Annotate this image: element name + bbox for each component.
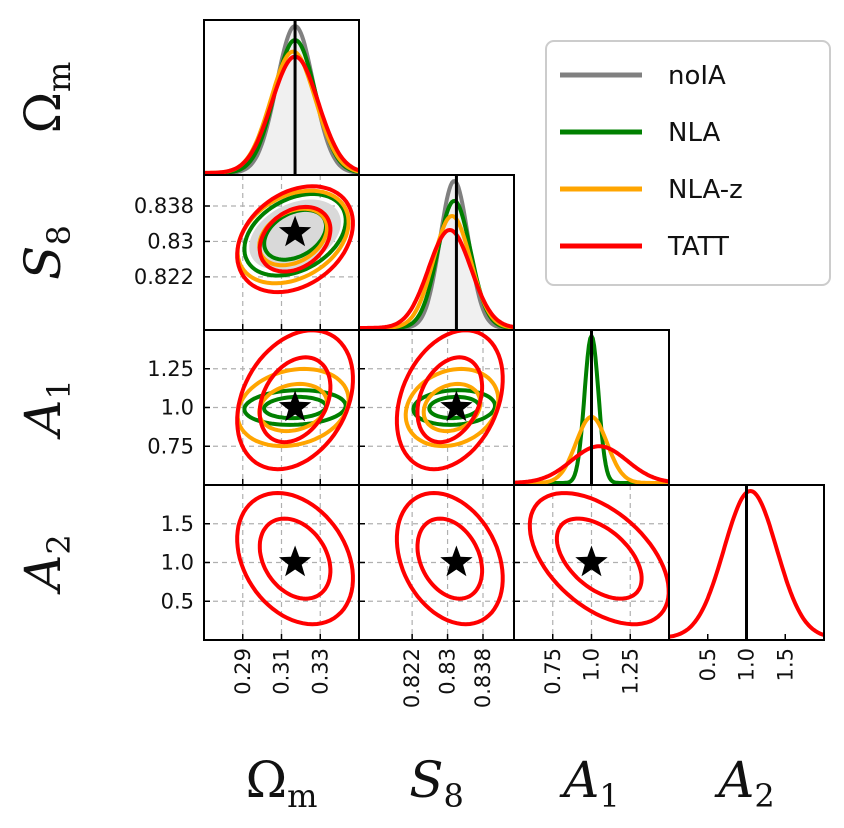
- y-tick-label-S8: 0.838: [134, 194, 194, 218]
- truth-star: [440, 390, 473, 422]
- truth-star: [278, 215, 312, 247]
- panel-background: [359, 485, 514, 640]
- contour-TATT-inner: [415, 516, 485, 601]
- x-tick-label-A2: 1.5: [773, 648, 797, 681]
- panel-S8-Om: [203, 174, 360, 331]
- contour-TATT-outer: [527, 491, 669, 627]
- density-TATT-S8: [359, 227, 514, 330]
- contour-TATT-inner: [257, 204, 333, 274]
- truth-star: [575, 545, 608, 577]
- panel-content: [514, 330, 669, 485]
- panel-content: [359, 175, 514, 330]
- panel-A1-S8: [358, 329, 515, 486]
- truth-star: [278, 390, 312, 422]
- contour-NLA-outer: [242, 192, 348, 278]
- panel-A2-S8: [358, 484, 515, 641]
- contour-TATT-inner: [415, 355, 485, 445]
- legend-label-TATT: TATT: [667, 232, 729, 262]
- contour-NLA-outer: [242, 388, 348, 427]
- panel-A1-Om: [203, 329, 360, 486]
- panel-Om-Om: [203, 19, 360, 176]
- y-tick-label-A1: 1.25: [147, 357, 194, 381]
- contour-NLA-z-inner: [257, 381, 330, 434]
- y-tick-label-A1: 1.0: [161, 396, 194, 420]
- x-tick-label-A2: 1.0: [735, 648, 759, 681]
- contour-TATT-outer: [235, 184, 355, 295]
- x-axis-label-A2: A2: [714, 751, 774, 815]
- contour-TATT-outer: [235, 330, 355, 472]
- x-tick-label-Om: 0.33: [308, 648, 332, 695]
- panel-content: [204, 175, 359, 330]
- x-tick-label-S8: 0.822: [400, 648, 424, 708]
- panel-content: [204, 330, 359, 485]
- y-tick-label-A1: 0.75: [147, 434, 194, 458]
- y-axis-label-A2: A2: [14, 534, 78, 594]
- x-tick-label-S8: 0.838: [471, 648, 495, 708]
- contour-NLA-z-inner: [421, 381, 483, 434]
- panel-background: [359, 330, 514, 485]
- legend-label-noIA: noIA: [668, 61, 726, 91]
- legend-label-NLA: NLA: [668, 118, 721, 148]
- density-fill-noIA: [359, 181, 514, 330]
- panel-content: [359, 330, 514, 485]
- y-tick-label-A2: 0.5: [161, 589, 194, 613]
- panel-content: [669, 485, 824, 640]
- truth-star: [278, 545, 312, 577]
- contour-TATT-outer: [235, 490, 355, 627]
- y-axis-label-S8: S8: [14, 225, 78, 280]
- x-tick-label-A2: 0.5: [696, 648, 720, 681]
- panel-A1-A1: [513, 329, 670, 486]
- contour-NLA-inner: [427, 394, 482, 421]
- legend-frame: [545, 40, 831, 286]
- density-TATT-Om: [204, 54, 359, 175]
- panel-content: [359, 485, 514, 640]
- contour-TATT-outer: [394, 490, 505, 627]
- contour-NLA-inner: [262, 394, 329, 421]
- y-axis-label-Om: Ωm: [14, 62, 78, 134]
- x-axis-label-Om: Ωm: [246, 751, 318, 815]
- truth-star: [440, 545, 473, 577]
- x-tick-label-A1: 0.75: [541, 648, 565, 695]
- panel-content: [204, 20, 359, 175]
- x-tick-label-A1: 1.25: [618, 648, 642, 695]
- y-tick-label-S8: 0.83: [147, 229, 194, 253]
- contour-TATT-inner: [257, 516, 333, 601]
- y-tick-label-S8: 0.822: [134, 265, 194, 289]
- contour-NLA-z-outer: [235, 366, 351, 449]
- x-tick-label-A1: 1.0: [580, 648, 604, 681]
- panel-A2-Om: [203, 484, 360, 641]
- x-tick-label-S8: 0.83: [436, 648, 460, 695]
- panel-content: [204, 485, 359, 640]
- x-axis-label-S8: S8: [409, 751, 464, 815]
- contour-TATT-inner: [257, 355, 333, 445]
- density-fill-noIA: [204, 26, 359, 175]
- x-tick-label-Om: 0.29: [231, 648, 255, 695]
- panel-background: [204, 330, 359, 485]
- panel-A2-A1: [513, 484, 670, 641]
- contour-TATT-inner: [554, 516, 644, 601]
- panel-A2-A2: [668, 484, 825, 641]
- contour-NLA-z-outer: [403, 366, 501, 449]
- y-tick-label-A2: 1.5: [161, 512, 194, 536]
- panel-content: [514, 485, 669, 640]
- x-tick-label-Om: 0.31: [270, 648, 294, 695]
- panel-S8-S8: [358, 174, 515, 331]
- contour-TATT-outer: [394, 330, 505, 472]
- y-axis-label-A1: A1: [14, 379, 78, 439]
- y-tick-label-A2: 1.0: [161, 551, 194, 575]
- legend-label-NLA-z: NLA-z: [668, 175, 743, 205]
- x-axis-label-A1: A1: [559, 751, 619, 815]
